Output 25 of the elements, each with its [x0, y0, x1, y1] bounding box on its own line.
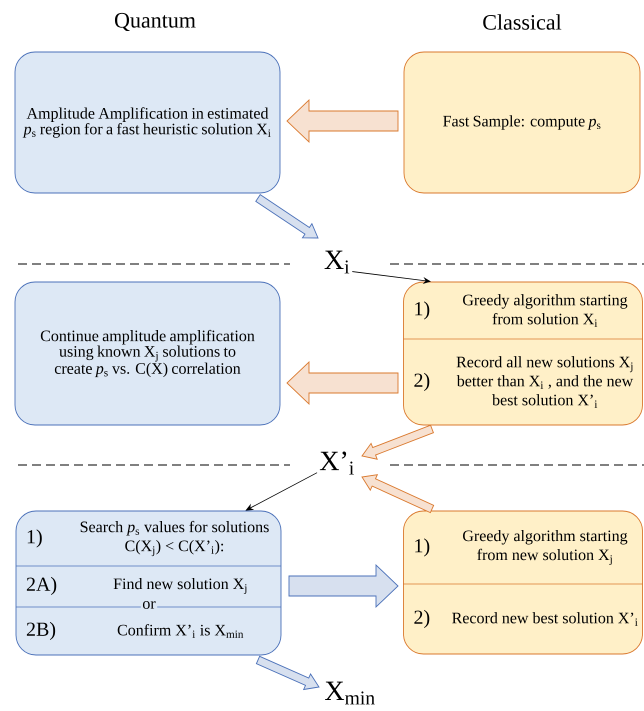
block-arrow — [255, 194, 319, 238]
step-row: 1) Greedy algorithm starting from solution X$_{i}$ — [415, 294, 628, 327]
process-box: Fast Sample: compute p$_{s}$ — [404, 52, 640, 194]
step-row: 1) Search p$_{s}$ values for solutions C(X$_{j}$) < C(X’$_{i}$): — [28, 520, 269, 556]
variable-label: X’$_{i}$ — [320, 451, 354, 474]
column-heading: Classical — [483, 14, 562, 30]
block-arrow — [286, 98, 398, 144]
step-row: 2A) Find new solution X$_{j}$ — [26, 576, 246, 596]
block-arrow — [361, 474, 434, 514]
process-box: Amplitude Amplification in estimated p$_{s}$ region for a fast heuristic solution X$_{i}$ — [14, 52, 280, 194]
variable-label: X$_{min}$ — [325, 682, 375, 704]
step-row: 1) Greedy algorithm starting from new solution X$_{j}$ — [415, 530, 628, 566]
process-box — [403, 282, 643, 426]
block-arrow — [286, 360, 398, 406]
process-box — [16, 510, 282, 656]
variable-label: X$_{i}$ — [324, 250, 350, 274]
process-box: Continue amplitude amplification using known X$_{j}$ solutions to create p$_{s}$ vs. C(X) correlation — [14, 282, 280, 426]
or-label: or — [140, 600, 158, 610]
step-row: 2B) Confirm X’$_{i}$ is X$_{min}$ — [26, 622, 244, 640]
column-heading: Quantum — [114, 12, 196, 32]
block-arrow — [256, 656, 320, 690]
step-row: 2) Record all new solutions X$_{j}$ better than X$_{i}$ , and the new best solution X’$_{i}$ — [414, 356, 634, 408]
process-box — [403, 510, 643, 654]
block-arrow — [288, 564, 399, 608]
step-row: 2) Record new best solution X’$_{i}$ — [414, 610, 638, 628]
